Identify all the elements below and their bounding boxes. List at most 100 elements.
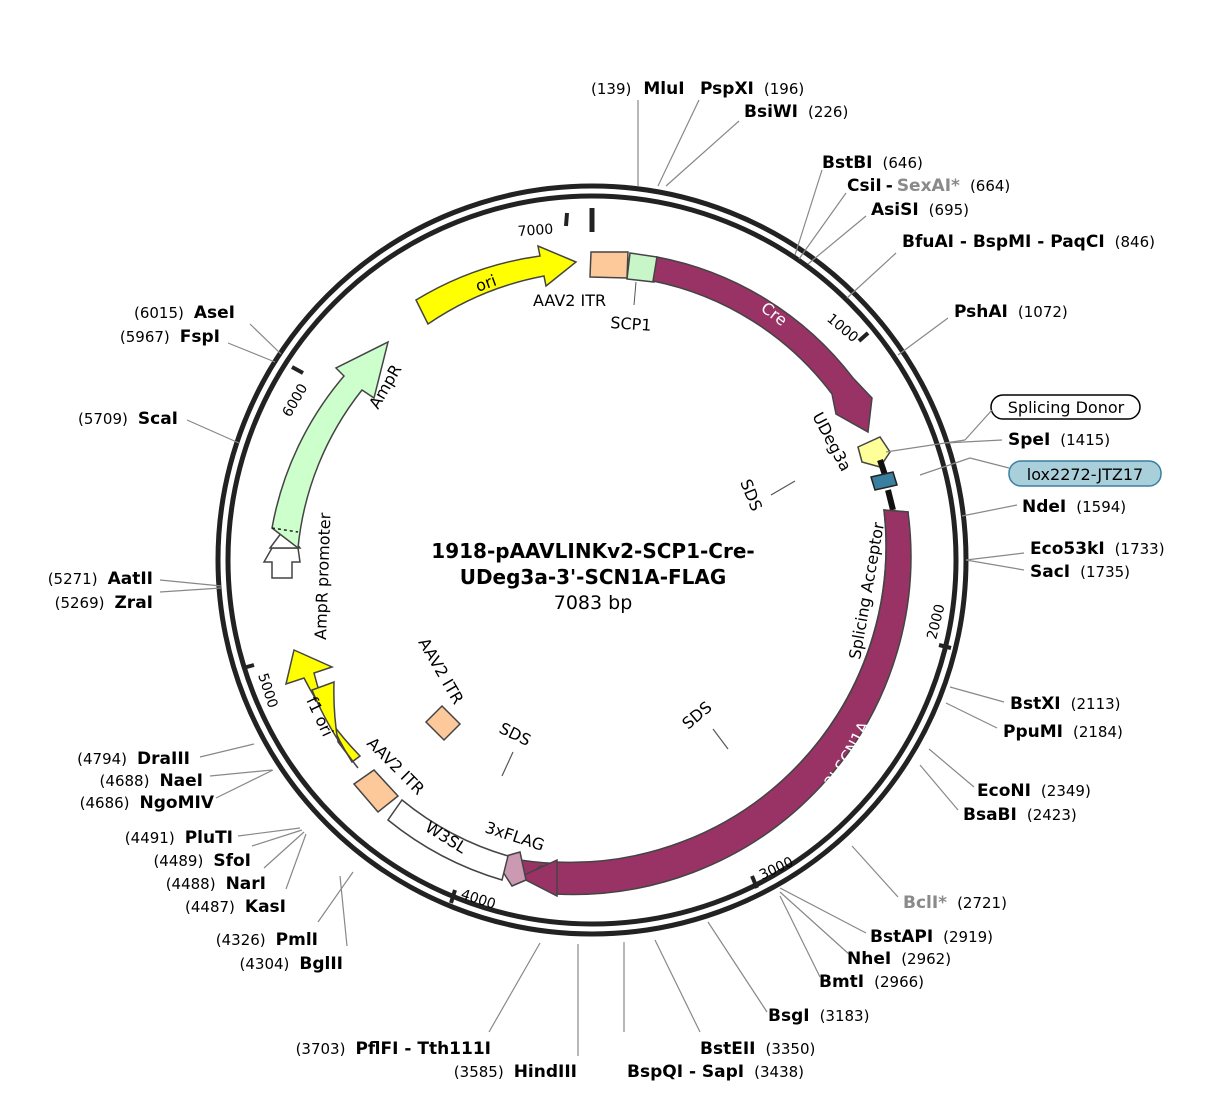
plasmid-title: 1918-pAAVLINKv2-SCP1-Cre- UDeg3a-3'-SCN1…: [431, 539, 754, 614]
site-bsgi: BsgI(3183): [768, 1006, 869, 1026]
svg-text:AmpR promoter: AmpR promoter: [311, 512, 334, 640]
site-bcli: BclI*(2721): [903, 893, 1007, 913]
svg-text:AsiSI(695): AsiSI(695): [871, 200, 969, 220]
site-econi: EcoNI(2349): [977, 781, 1091, 801]
site-fspi: (5967)FspI: [120, 327, 220, 347]
svg-text:(3585)HindIII: (3585)HindIII: [454, 1062, 577, 1082]
feature-ori: ori: [415, 244, 578, 326]
site-bfuai-bspmi-paqci: BfuAI - BspMI - PaqCI(846): [902, 232, 1155, 252]
svg-text:BsiWI(226): BsiWI(226): [744, 102, 848, 122]
site-pflfi-tth111i: (3703)PflFI - Tth111I: [296, 1039, 491, 1059]
svg-text:NdeI(1594): NdeI(1594): [1022, 497, 1126, 517]
svg-text:4000: 4000: [459, 887, 498, 913]
svg-text:SpeI(1415): SpeI(1415): [1008, 430, 1110, 450]
svg-text:Splicing Donor: Splicing Donor: [1008, 398, 1125, 417]
svg-text:SCP1: SCP1: [610, 313, 652, 335]
site-zrai: (5269)ZraI: [55, 593, 153, 613]
svg-text:BstBI(646): BstBI(646): [822, 153, 923, 173]
svg-text:Eco53kI(1733): Eco53kI(1733): [1030, 539, 1165, 559]
site-ndei: NdeI(1594): [1022, 497, 1126, 517]
site-bsiwi: BsiWI(226): [744, 102, 848, 122]
site-asei: (6015)AseI: [134, 303, 235, 323]
site-kasi: (4487)KasI: [185, 897, 286, 917]
feature-lox2272-mark: [870, 459, 898, 511]
svg-text:(5271)AatII: (5271)AatII: [48, 569, 153, 589]
svg-text:BmtI(2966): BmtI(2966): [819, 972, 924, 992]
svg-text:BstAPI(2919): BstAPI(2919): [870, 927, 993, 947]
svg-text:AAV2 ITR: AAV2 ITR: [415, 635, 468, 708]
svg-text:(139)MluI: (139)MluI: [591, 79, 685, 99]
svg-text:(5967)FspI: (5967)FspI: [120, 327, 220, 347]
svg-text:6000: 6000: [280, 381, 312, 420]
lox2272-callout: lox2272-JTZ17: [919, 457, 1162, 487]
svg-text:SDS: SDS: [496, 719, 534, 750]
site-csii-sexai: CsiI-SexAI*(664): [847, 176, 1010, 196]
site-pshai: PshAI(1072): [954, 302, 1068, 322]
site-eco53ki: Eco53kI(1733): [1030, 539, 1165, 559]
svg-text:BstEII(3350): BstEII(3350): [700, 1039, 815, 1059]
svg-text:1918-pAAVLINKv2-SCP1-Cre-: 1918-pAAVLINKv2-SCP1-Cre-: [431, 539, 754, 563]
svg-text:(6015)AseI: (6015)AseI: [134, 303, 235, 323]
svg-text:(4794)DraIII: (4794)DraIII: [77, 749, 190, 769]
site-bmti: BmtI(2966): [819, 972, 924, 992]
tick-7000: 7000: [517, 212, 569, 240]
svg-text:(4487)KasI: (4487)KasI: [185, 897, 286, 917]
svg-text:1000: 1000: [823, 311, 861, 346]
tick-6000: 6000: [280, 365, 312, 420]
svg-text:(4304)BglII: (4304)BglII: [240, 954, 344, 974]
features: AAV2 ITR SCP1 Cre UDeg3a 3' SCN: [262, 244, 912, 898]
site-bstbi: BstBI(646): [822, 153, 923, 173]
svg-text:SDS: SDS: [678, 698, 715, 734]
restriction-sites: (139)MluI PspXI(196) BsiWI(226) BstBI(64…: [48, 79, 1165, 1082]
site-nhei: NheI(2962): [847, 949, 951, 969]
feature-ampr: AmpR: [271, 340, 405, 550]
site-pluti: (4491)PluTI: [125, 828, 233, 848]
svg-text:PpuMI(2184): PpuMI(2184): [1003, 722, 1123, 742]
svg-text:(4489)SfoI: (4489)SfoI: [153, 851, 251, 871]
site-saci: SacI(1735): [1030, 562, 1130, 582]
site-pspxi: PspXI(196): [700, 79, 804, 99]
site-pmli: (4326)PmlI: [216, 930, 318, 950]
svg-text:7083 bp: 7083 bp: [554, 592, 633, 614]
svg-text:(4326)PmlI: (4326)PmlI: [216, 930, 318, 950]
svg-text:2000: 2000: [924, 603, 948, 641]
site-naei: (4688)NaeI: [100, 771, 203, 791]
site-aatii: (5271)AatII: [48, 569, 153, 589]
svg-text:(5709)ScaI: (5709)ScaI: [78, 409, 178, 429]
svg-text:SacI(1735): SacI(1735): [1030, 562, 1130, 582]
svg-text:(4688)NaeI: (4688)NaeI: [100, 771, 203, 791]
svg-text:BclI*(2721): BclI*(2721): [903, 893, 1007, 913]
svg-text:SDS: SDS: [736, 476, 766, 513]
svg-text:PshAI(1072): PshAI(1072): [954, 302, 1068, 322]
site-bsteii: BstEII(3350): [700, 1039, 815, 1059]
svg-text:7000: 7000: [517, 222, 554, 240]
site-spei: SpeI(1415): [1008, 430, 1110, 450]
svg-text:(4491)PluTI: (4491)PluTI: [125, 828, 233, 848]
svg-text:CsiI-SexAI*(664): CsiI-SexAI*(664): [847, 176, 1010, 196]
inner-annotations: SDS SDS SDS AAV2 ITR: [415, 476, 796, 777]
svg-text:AAV2 ITR: AAV2 ITR: [533, 291, 606, 310]
svg-text:3xFLAG: 3xFLAG: [483, 818, 547, 855]
site-bstxi: BstXI(2113): [1010, 694, 1121, 714]
feature-cre: Cre: [652, 256, 873, 434]
svg-text:(5269)ZraI: (5269)ZraI: [55, 593, 153, 613]
site-ngomiv: (4686)NgoMIV: [80, 793, 215, 813]
splicing-donor-callout: Splicing Donor: [885, 394, 1141, 453]
site-bsabi: BsaBI(2423): [963, 805, 1077, 825]
site-bglii: (4304)BglII: [240, 954, 344, 974]
site-hindiii: (3585)HindIII: [454, 1062, 577, 1082]
svg-text:BsgI(3183): BsgI(3183): [768, 1006, 869, 1026]
site-asisi: AsiSI(695): [871, 200, 969, 220]
svg-text:lox2272-JTZ17: lox2272-JTZ17: [1027, 465, 1143, 484]
svg-text:PspXI(196): PspXI(196): [700, 79, 804, 99]
svg-text:(4488)NarI: (4488)NarI: [166, 874, 266, 894]
feature-scp1: SCP1: [610, 252, 658, 335]
feature-f1-ori: f1 ori: [284, 648, 362, 769]
feature-aav2-itr-left: AAV2 ITR: [352, 733, 428, 814]
svg-text:BstXI(2113): BstXI(2113): [1010, 694, 1121, 714]
site-draiii: (4794)DraIII: [77, 749, 190, 769]
site-scai: (5709)ScaI: [78, 409, 178, 429]
site-mlui: (139)MluI: [591, 79, 685, 99]
site-nari: (4488)NarI: [166, 874, 266, 894]
